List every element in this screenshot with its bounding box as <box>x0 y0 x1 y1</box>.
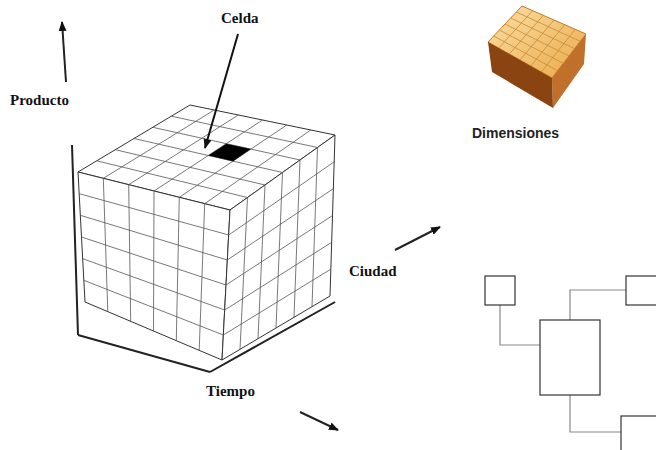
axis-label: Tiempo <box>206 383 255 400</box>
icon-grid-line <box>516 12 580 41</box>
cube-right-face <box>222 135 335 360</box>
city-axis-arrow <box>395 227 440 250</box>
cube-grid-line <box>312 148 318 307</box>
icon-grid <box>494 11 581 72</box>
icon-grid-line <box>520 20 554 60</box>
cube-grid-line <box>82 237 227 285</box>
icon-bottom-face <box>488 42 553 108</box>
cube-front-face <box>78 172 230 360</box>
cube-grid-line <box>83 259 225 310</box>
icon-right-face <box>552 34 586 108</box>
cube-grid-line <box>199 204 205 351</box>
cube-grid-line <box>205 130 311 204</box>
tree-link <box>570 395 621 432</box>
tree-box <box>485 276 515 305</box>
hierarchy-tree <box>485 276 656 450</box>
axes <box>62 22 440 430</box>
axis-label: Ciudad <box>349 263 397 280</box>
cube-grid-line <box>176 197 179 340</box>
axis-label: Producto <box>10 92 69 109</box>
tree-link <box>570 290 626 320</box>
cube-grid-line <box>179 125 286 197</box>
cube-grid <box>79 110 334 350</box>
time-axis-arrow <box>300 412 338 430</box>
product-axis <box>72 145 78 335</box>
tree-box <box>621 416 656 450</box>
cube-grid-line <box>223 269 330 335</box>
tree-box <box>626 276 656 305</box>
cell-leader <box>205 34 238 148</box>
selected-cell <box>208 144 251 162</box>
cube-grid-line <box>226 216 333 286</box>
cube-grid-line <box>225 242 332 310</box>
tree-link <box>500 305 540 345</box>
tree-box <box>540 320 600 395</box>
icon-grid-line <box>541 29 575 72</box>
dimension-cube-icon <box>488 6 586 108</box>
cube-grid-line <box>84 280 224 335</box>
icon-grid-line <box>531 25 565 66</box>
product-axis-arrow <box>62 22 66 82</box>
cube-grid-line <box>294 160 300 317</box>
cube-grid-line <box>154 120 263 191</box>
icon-grid-line <box>511 18 575 49</box>
cube-grid-line <box>171 116 317 147</box>
cell-label: Celda <box>221 10 259 27</box>
dimensions-label: Dimensiones <box>472 126 559 141</box>
